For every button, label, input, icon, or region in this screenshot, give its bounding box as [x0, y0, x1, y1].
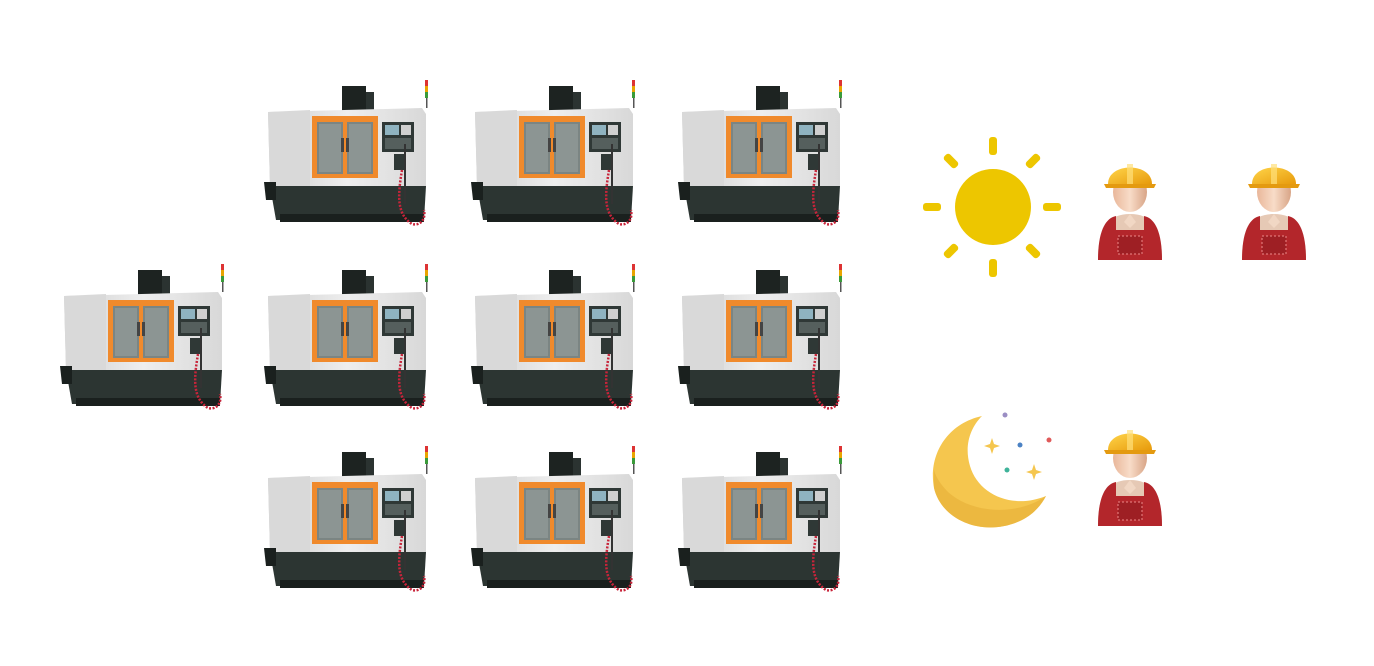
night-worker-icon	[1092, 416, 1168, 528]
cnc-machine-icon	[469, 440, 639, 596]
cnc-machine-icon	[262, 440, 432, 596]
moon-icon	[926, 406, 1062, 536]
cnc-machine-icon	[262, 74, 432, 230]
cnc-machine-icon	[676, 258, 846, 414]
sun-icon	[920, 134, 1066, 280]
cnc-machine-icon	[58, 258, 228, 414]
day-worker-2-icon	[1236, 150, 1312, 262]
day-worker-1-icon	[1092, 150, 1168, 262]
cnc-machine-icon	[469, 258, 639, 414]
cnc-machine-icon	[676, 440, 846, 596]
cnc-machine-icon	[262, 258, 432, 414]
cnc-machine-icon	[676, 74, 846, 230]
cnc-machine-icon	[469, 74, 639, 230]
